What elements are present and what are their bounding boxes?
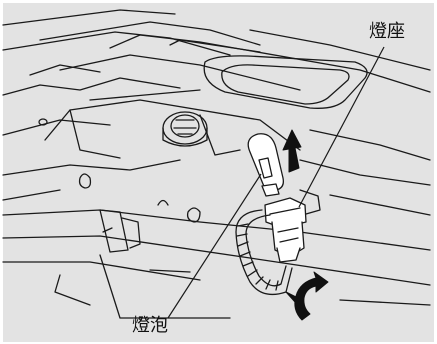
socket-leader-line [298,46,385,208]
socket-label: 燈座 [369,21,405,42]
lower-trim [2,209,431,319]
panel-holes [38,118,201,223]
wiring-harness [235,209,293,296]
diagram-background [3,3,434,342]
bulb [247,133,284,197]
lens-housing [199,55,368,156]
twist-arrow [285,271,329,321]
bulb-leader-line [167,173,262,319]
wire-clip [99,209,141,253]
retainer [299,189,321,215]
mounting-bolt [162,111,208,147]
socket [264,197,307,263]
bulb-label: 燈泡 [132,315,168,336]
pull-up-arrow [282,129,302,173]
body-panel-outlines [2,9,431,216]
